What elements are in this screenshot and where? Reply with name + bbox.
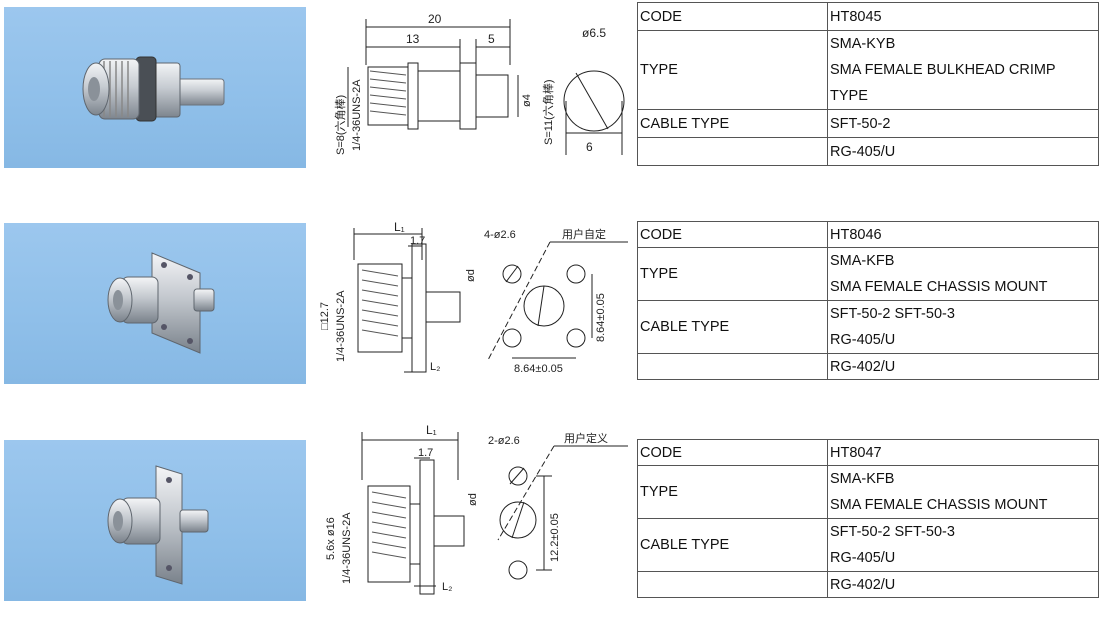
type-label: TYPE bbox=[637, 30, 828, 110]
cable-line: SFT-50-2 SFT-50-3 bbox=[830, 524, 955, 540]
dim-8-64-vertical: 8.64±0.05 bbox=[595, 293, 607, 342]
technical-drawing-ht8046: L₁ 1.7 □12.7 1/4-36UNS-2A ød L₂ 4-ø2.6 用… bbox=[318, 220, 630, 395]
type-line: TYPE bbox=[830, 88, 868, 104]
type-line: SMA FEMALE CHASSIS MOUNT bbox=[830, 497, 1048, 513]
square-12-7: □12.7 bbox=[319, 302, 331, 330]
type-line: SMA FEMALE BULKHEAD CRIMP bbox=[830, 62, 1056, 78]
type-label: TYPE bbox=[637, 247, 828, 301]
bulkhead-connector-image bbox=[82, 56, 225, 122]
holes-label: 2-ø2.6 bbox=[488, 435, 520, 447]
dim-20: 20 bbox=[428, 12, 442, 26]
chassis-mount-connector-image bbox=[107, 465, 209, 585]
spec-table-ht8046: CODE HT8046 TYPE SMA-KFB SMA FEMALE CHAS… bbox=[637, 221, 1099, 380]
size-label: 5.6x ø16 bbox=[325, 517, 337, 560]
code-label: CODE bbox=[637, 2, 828, 31]
cable-line: RG-405/U bbox=[830, 332, 896, 348]
cable-value: SFT-50-2 bbox=[827, 109, 1099, 138]
type-label: TYPE bbox=[637, 465, 828, 519]
type-row: TYPE SMA-KYB SMA FEMALE BULKHEAD CRIMP T… bbox=[637, 30, 1099, 110]
type-line: SMA-KFB bbox=[830, 253, 895, 269]
dim-6: 6 bbox=[586, 140, 593, 154]
code-row: CODE HT8047 bbox=[637, 439, 1099, 466]
empty-cell bbox=[637, 571, 828, 598]
code-row: CODE HT8045 bbox=[637, 2, 1099, 31]
cable-value: SFT-50-2 SFT-50-3 RG-405/U bbox=[827, 518, 1099, 572]
cable-value: RG-402/U bbox=[827, 571, 1099, 598]
code-label: CODE bbox=[637, 439, 828, 466]
dim-13: 13 bbox=[406, 32, 420, 46]
thread-label: 1/4-36UNS-2A bbox=[351, 79, 363, 151]
dim-5: 5 bbox=[488, 32, 495, 46]
cable-row: CABLE TYPE SFT-50-2 bbox=[637, 109, 1099, 138]
holes-label: 4-ø2.6 bbox=[484, 229, 516, 241]
dim-l2: L₂ bbox=[442, 581, 452, 593]
hex-s8-label: S=8(六角棒) bbox=[333, 95, 347, 155]
type-line: SMA FEMALE CHASSIS MOUNT bbox=[830, 279, 1048, 295]
empty-cell bbox=[637, 353, 828, 380]
dim-l1: L₁ bbox=[394, 220, 405, 234]
user-defined-label: 用户自定 bbox=[562, 227, 606, 241]
empty-cell bbox=[637, 137, 828, 166]
type-value: SMA-KFB SMA FEMALE CHASSIS MOUNT bbox=[827, 465, 1099, 519]
cable-value: RG-405/U bbox=[827, 137, 1099, 166]
cable-row: CABLE TYPE SFT-50-2 SFT-50-3 RG-405/U bbox=[637, 518, 1099, 572]
dim-1-7: 1.7 bbox=[418, 447, 433, 459]
type-row: TYPE SMA-KFB SMA FEMALE CHASSIS MOUNT bbox=[637, 247, 1099, 301]
dim-d4: ø4 bbox=[521, 94, 533, 107]
code-row: CODE HT8046 bbox=[637, 221, 1099, 248]
product-photo-ht8047 bbox=[4, 440, 306, 601]
dim-d65: ø6.5 bbox=[582, 26, 606, 40]
dim-l2: L₂ bbox=[430, 361, 440, 373]
cable-row-2: RG-405/U bbox=[637, 137, 1099, 166]
product-photo-ht8046 bbox=[4, 223, 306, 384]
cable-row: CABLE TYPE SFT-50-2 SFT-50-3 RG-405/U bbox=[637, 300, 1099, 354]
cable-line: RG-405/U bbox=[830, 550, 896, 566]
code-label: CODE bbox=[637, 221, 828, 248]
thread-label: 1/4-36UNS-2A bbox=[335, 290, 347, 362]
cable-row-2: RG-402/U bbox=[637, 571, 1099, 598]
type-value: SMA-KYB SMA FEMALE BULKHEAD CRIMP TYPE bbox=[827, 30, 1099, 110]
chassis-mount-connector-image bbox=[107, 252, 215, 354]
cable-type-label: CABLE TYPE bbox=[637, 300, 828, 354]
cable-line: SFT-50-2 SFT-50-3 bbox=[830, 306, 955, 322]
cable-type-label: CABLE TYPE bbox=[637, 518, 828, 572]
spec-table-ht8045: CODE HT8045 TYPE SMA-KYB SMA FEMALE BULK… bbox=[637, 2, 1099, 166]
type-value: SMA-KFB SMA FEMALE CHASSIS MOUNT bbox=[827, 247, 1099, 301]
cable-row-2: RG-402/U bbox=[637, 353, 1099, 380]
product-photo-ht8045 bbox=[4, 7, 306, 168]
thread-label: 1/4-36UNS-2A bbox=[341, 512, 353, 584]
technical-drawing-ht8045: 20 13 5 S=8(六角棒) 1/4-36UNS-2A ø4 S=11(六角… bbox=[318, 5, 630, 180]
code-value: HT8047 bbox=[827, 439, 1099, 466]
cable-value: SFT-50-2 SFT-50-3 RG-405/U bbox=[827, 300, 1099, 354]
code-value: HT8045 bbox=[827, 2, 1099, 31]
type-line: SMA-KYB bbox=[830, 36, 896, 52]
type-row: TYPE SMA-KFB SMA FEMALE CHASSIS MOUNT bbox=[637, 465, 1099, 519]
hex-s11-label: S=11(六角棒) bbox=[541, 79, 555, 145]
user-defined-label: 用户定义 bbox=[564, 431, 608, 445]
dim-8-64-horizontal: 8.64±0.05 bbox=[514, 363, 563, 375]
spec-table-ht8047: CODE HT8047 TYPE SMA-KFB SMA FEMALE CHAS… bbox=[637, 439, 1099, 598]
dim-od: ød bbox=[465, 269, 477, 282]
dim-l1: L₁ bbox=[426, 423, 437, 437]
dim-od: ød bbox=[467, 493, 479, 506]
technical-drawing-ht8047: L₁ 1.7 5.6x ø16 1/4-36UNS-2A ød L₂ 2-ø2.… bbox=[318, 420, 630, 595]
code-value: HT8046 bbox=[827, 221, 1099, 248]
type-line: SMA-KFB bbox=[830, 471, 895, 487]
cable-type-label: CABLE TYPE bbox=[637, 109, 828, 138]
dim-12-2: 12.2±0.05 bbox=[549, 513, 561, 562]
cable-value: RG-402/U bbox=[827, 353, 1099, 380]
